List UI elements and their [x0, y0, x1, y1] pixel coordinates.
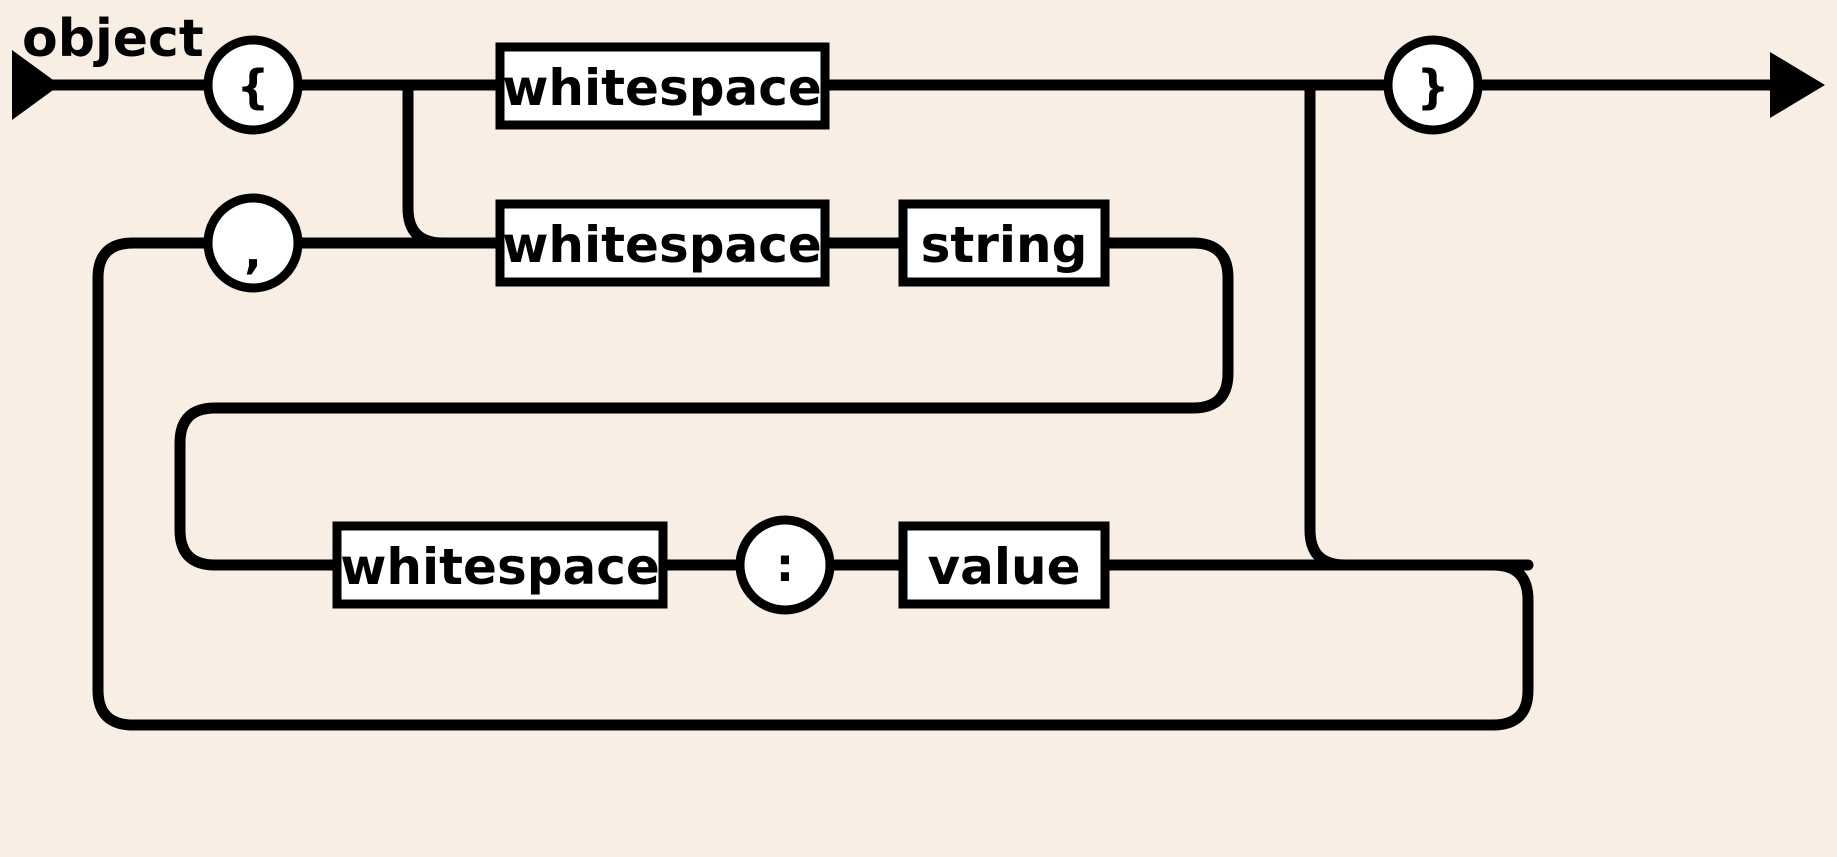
whitespace-top-box [495, 42, 830, 130]
string-box [898, 199, 1110, 287]
terminal-open-brace[interactable]: { [203, 35, 303, 135]
rail-junction-down-to-value-row [1304, 79, 1534, 571]
nonterminal-whitespace-top[interactable]: whitespace [495, 42, 830, 130]
open-brace-label: { [237, 60, 270, 114]
rail-string-loop-to-row3 [174, 237, 1234, 571]
page-title: object [22, 9, 204, 69]
whitespace-top-label: whitespace [502, 59, 822, 117]
close-brace-label: } [1417, 60, 1450, 114]
nonterminal-value[interactable]: value [898, 521, 1110, 609]
rail-comma-loopback [92, 237, 1534, 731]
colon-label: : [776, 538, 794, 592]
nonterminal-string[interactable]: string [898, 199, 1110, 287]
comma-label: , [244, 225, 261, 279]
colon-circle [735, 515, 835, 615]
rail-branch-down-to-row2 [402, 79, 506, 249]
entry-arrow-icon [12, 50, 60, 120]
nonterminal-whitespace-mid[interactable]: whitespace [495, 199, 830, 287]
exit-arrow-icon [1770, 52, 1825, 118]
whitespace-mid-label: whitespace [502, 216, 822, 274]
open-brace-circle [203, 35, 303, 135]
whitespace-mid-box [495, 199, 830, 287]
value-label: value [928, 538, 1081, 596]
comma-circle [203, 193, 303, 293]
whitespace-bottom-box [332, 521, 668, 609]
nonterminal-whitespace-bottom[interactable]: whitespace [332, 521, 668, 609]
terminal-colon[interactable]: : [735, 515, 835, 615]
close-brace-circle [1383, 35, 1483, 135]
terminal-comma[interactable]: , [203, 193, 303, 293]
value-box [898, 521, 1110, 609]
string-label: string [921, 216, 1088, 274]
terminal-close-brace[interactable]: } [1383, 35, 1483, 135]
whitespace-bottom-label: whitespace [340, 538, 660, 596]
rail-lines [18, 79, 1806, 731]
